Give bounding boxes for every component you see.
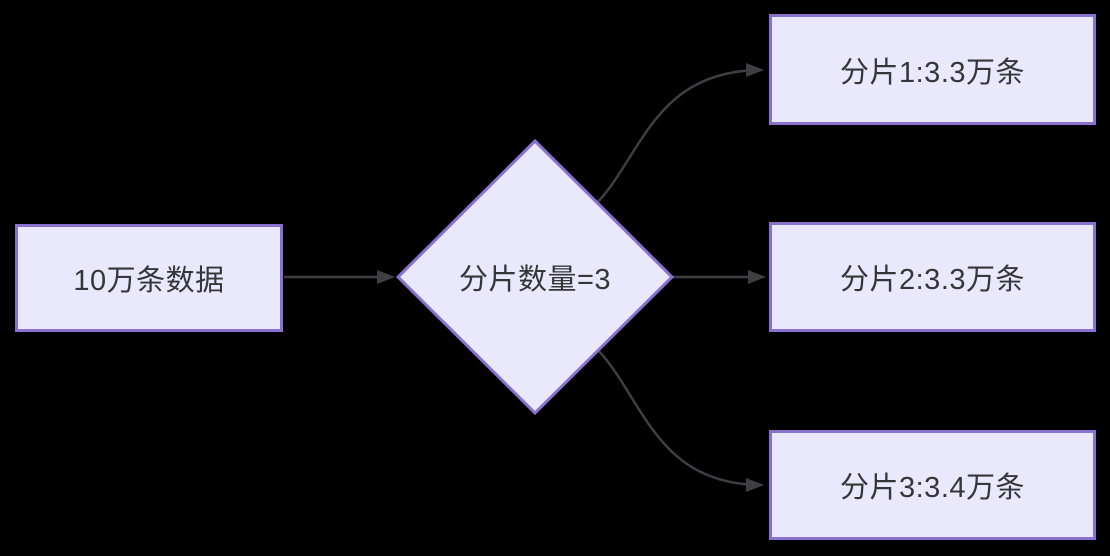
decision-diamond-shape: [395, 138, 675, 416]
node-shard-3-label: 分片3:3.4万条: [840, 472, 1025, 504]
arrow-decision-to-shard1: [596, 63, 764, 204]
arrow-decision-to-shard3: [597, 349, 764, 492]
node-shard-2: 分片2:3.3万条: [769, 222, 1096, 332]
node-shard-3: 分片3:3.4万条: [769, 430, 1096, 540]
node-shard-1: 分片1:3.3万条: [769, 14, 1096, 125]
node-source: 10万条数据: [15, 224, 283, 332]
node-shard-1-label: 分片1:3.3万条: [840, 56, 1025, 89]
node-source-label: 10万条数据: [73, 265, 225, 297]
node-shard-2-label: 分片2:3.3万条: [840, 264, 1025, 296]
